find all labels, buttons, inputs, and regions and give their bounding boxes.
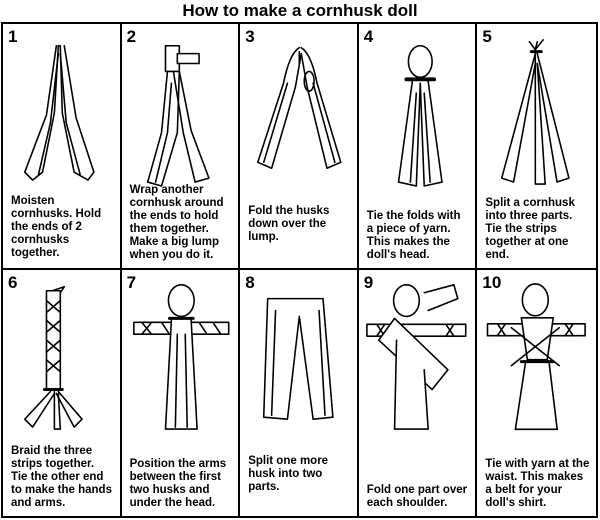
step-5-illustration <box>501 39 571 185</box>
step-1-number: 1 <box>8 27 18 46</box>
step-2-caption: Wrap another cornhusk around the ends to… <box>129 184 224 261</box>
step-6-illustration <box>23 285 83 430</box>
step-2-panel: 2 Wrap another cornhusk around the ends … <box>121 24 241 270</box>
step-10-number: 10 <box>482 273 502 292</box>
step-2-number: 2 <box>126 27 137 46</box>
step-6-caption: Braid the three strips together. Tie the… <box>11 445 112 509</box>
step-9-illustration <box>365 284 467 430</box>
step-5-panel: 5 Split a cornhusk into three parts. Tie… <box>477 24 596 270</box>
step-7-number: 7 <box>126 273 137 292</box>
step-7-caption: Position the arms between the first two … <box>129 458 227 509</box>
step-8-caption: Split one more husk into two parts. <box>248 455 329 493</box>
step-2-illustration <box>146 44 210 187</box>
step-3-caption: Fold the husks down over the lump. <box>248 205 330 243</box>
step-5-caption: Split a cornhusk into three parts. Tie t… <box>485 197 575 261</box>
step-1-illustration <box>23 44 95 181</box>
step-1-caption: Moisten cornhusks. Hold the ends of 2 co… <box>11 195 102 259</box>
step-4-panel: 4 Tie the folds with a piece of yarn. Th… <box>358 24 478 270</box>
step-10-panel: 10 Tie with yarn at the waist. This make… <box>477 270 596 516</box>
step-4-caption: Tie the folds with a piece of yarn. This… <box>366 210 461 261</box>
step-6-panel: 6 Braid the three strips together. Tie t… <box>3 270 122 516</box>
step-6-number: 6 <box>8 273 18 292</box>
step-10-caption: Tie with yarn at the waist. This makes a… <box>485 458 590 509</box>
step-3-panel: 3 Fold the husks down over the lump. <box>240 24 359 270</box>
step-9-caption: Fold one part over each shoulder. <box>366 484 468 509</box>
step-8-number: 8 <box>245 273 255 292</box>
step-10-illustration <box>487 283 587 431</box>
step-8-panel: 8 Split one more husk into two parts. <box>240 270 359 516</box>
step-9-number: 9 <box>363 273 374 292</box>
step-4-illustration <box>397 44 443 187</box>
step-3-number: 3 <box>245 27 255 46</box>
step-9-panel: 9 Fold one part over each shoulder. <box>359 270 478 516</box>
diagram-title: How to make a cornhusk doll <box>182 1 418 20</box>
step-4-number: 4 <box>363 27 374 46</box>
step-3-illustration <box>257 46 342 170</box>
step-7-illustration <box>132 284 230 430</box>
step-5-number: 5 <box>482 27 492 46</box>
step-7-panel: 7 Position the arms between the first tw… <box>122 270 241 516</box>
step-1-panel: 1 Moisten cornhusks. Hold the ends of 2 … <box>3 24 122 270</box>
steps-grid: 1 Moisten cornhusks. Hold the ends of 2 … <box>1 22 598 518</box>
step-8-illustration <box>263 297 334 420</box>
